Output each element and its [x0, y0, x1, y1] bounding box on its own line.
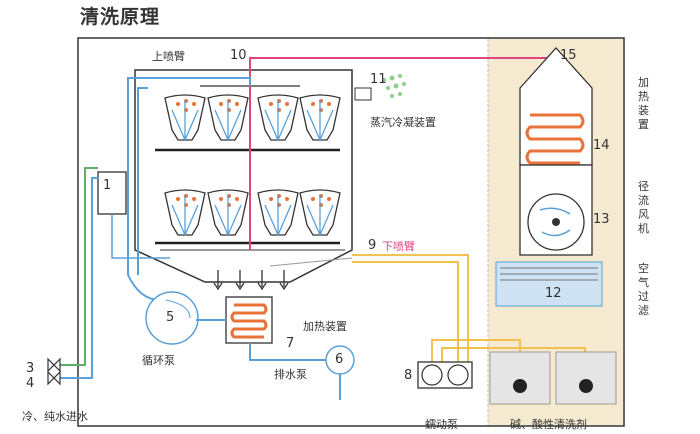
- label-6: 6: [335, 352, 344, 367]
- label-3: 3: [26, 361, 35, 376]
- label-4: 4: [26, 376, 35, 391]
- drain-arrows: [213, 270, 289, 291]
- water-inlet-label: 冷、纯水进水: [22, 410, 88, 423]
- page-title: 清洗原理: [80, 6, 161, 28]
- label-11: 11: [370, 72, 387, 87]
- detergent-label: 碱、酸性清洗剂: [510, 418, 587, 431]
- label-13: 13: [593, 212, 610, 227]
- peristaltic-pump-label: 蠕动泵: [425, 418, 458, 431]
- drying-heater-coil: [525, 113, 585, 165]
- air-filter-label: 空气过滤: [638, 262, 649, 317]
- steam-condenser-label: 蒸汽冷凝装置: [370, 116, 436, 129]
- label-12: 12: [545, 286, 562, 301]
- heating-device-label: 加热装置: [303, 320, 347, 333]
- spray-jets: [171, 100, 334, 236]
- label-8: 8: [404, 368, 413, 383]
- label-9: 9: [368, 238, 377, 253]
- alkaline-detergent-container: [489, 351, 551, 405]
- acid-detergent-container: [555, 351, 617, 405]
- circulation-pump: [145, 291, 199, 345]
- label-5: 5: [166, 310, 175, 325]
- label-7: 7: [286, 336, 295, 351]
- condenser-outlet: [354, 87, 372, 101]
- upper-spray-arm-label: 上喷臂: [152, 50, 185, 63]
- circulation-pump-label: 循环泵: [142, 354, 175, 367]
- label-1: 1: [103, 178, 112, 193]
- dryer-heating-label: 加热装置: [638, 76, 649, 131]
- outer-frame: [77, 37, 625, 427]
- air-filter: [495, 261, 603, 307]
- lower-spray-arm-label: 下喷臂: [382, 240, 415, 253]
- cold-water-pipe: [60, 167, 98, 366]
- label-14: 14: [593, 138, 610, 153]
- inlet-valves: [47, 357, 61, 386]
- label-15: 15: [560, 48, 577, 63]
- label-10: 10: [230, 48, 247, 63]
- drain-pump-label: 排水泵: [274, 368, 307, 381]
- spray-supply-pipe: [127, 77, 251, 275]
- steam-puffs: [382, 74, 406, 98]
- radial-fan-label: 径流风机: [638, 180, 649, 235]
- drying-tower-top: [519, 47, 593, 166]
- heating-coil: [230, 303, 268, 339]
- pure-water-pipe: [60, 177, 98, 379]
